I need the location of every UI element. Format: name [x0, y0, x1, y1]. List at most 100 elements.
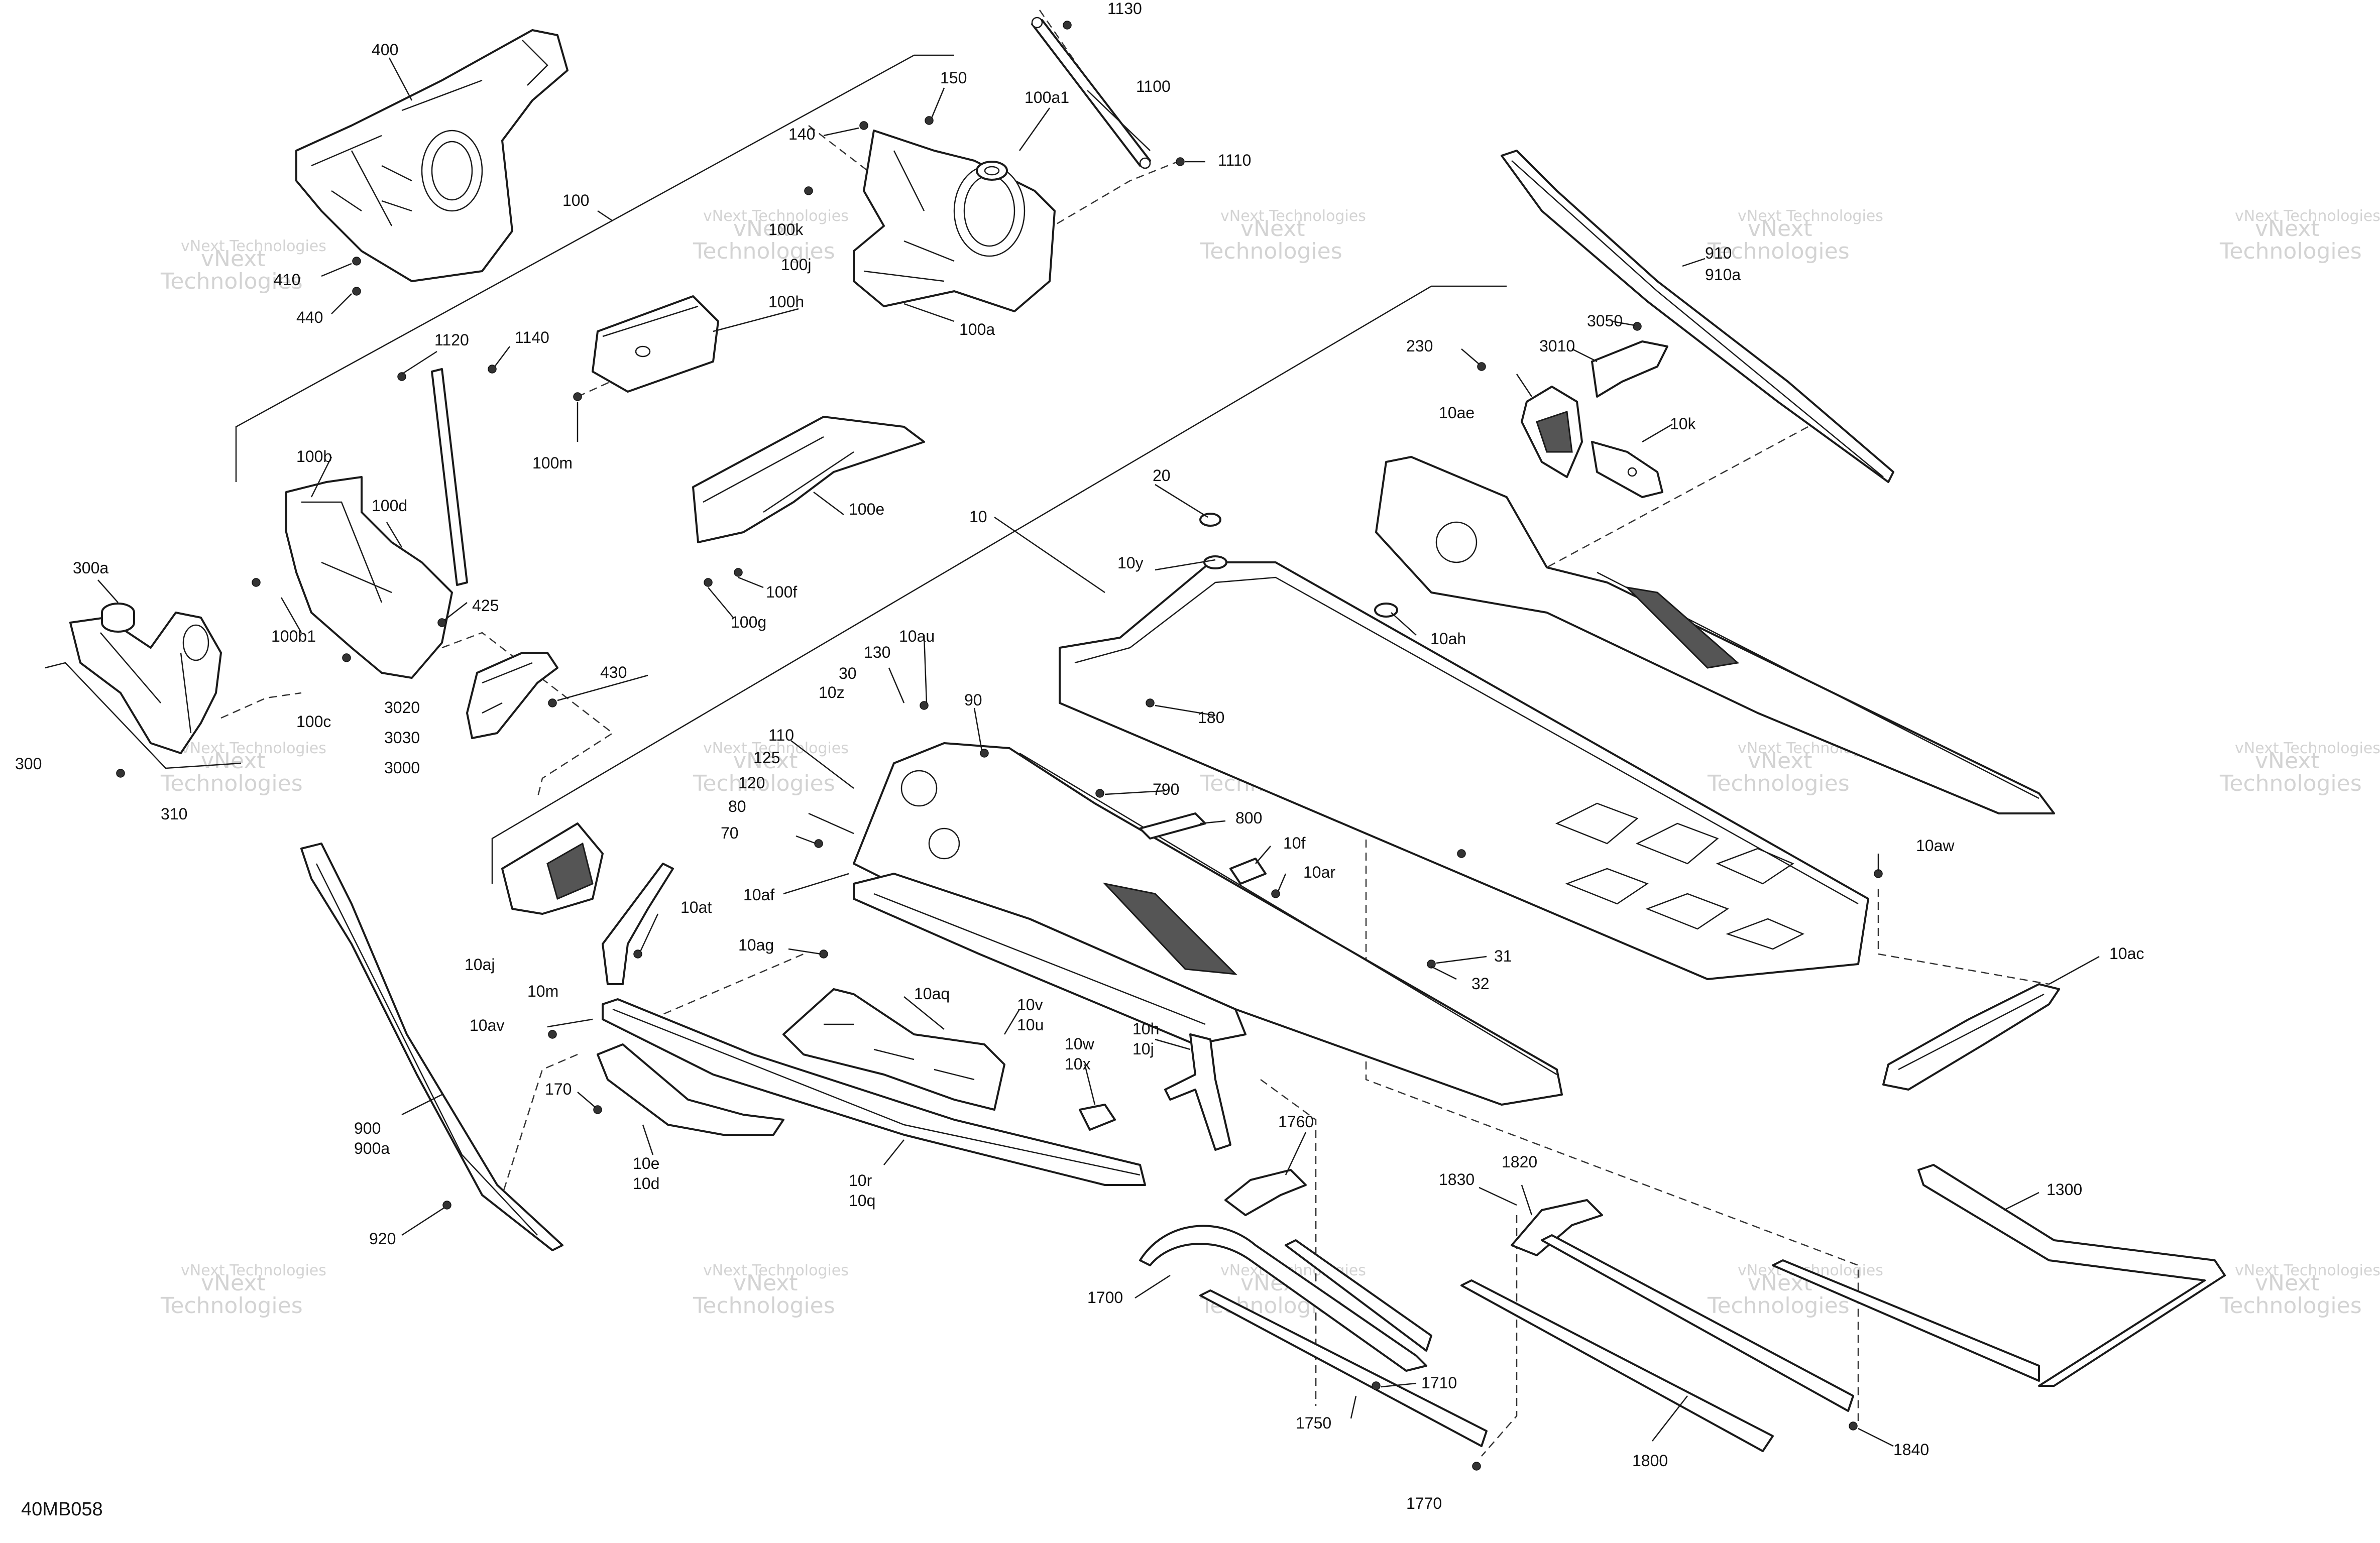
callout-label: 10x — [1065, 1055, 1091, 1073]
part-side-beam-910 — [1501, 150, 1894, 483]
bolt-icon — [980, 749, 989, 758]
callout-label: 100m — [532, 454, 573, 472]
bolt-icon — [593, 1105, 602, 1114]
leader-lines — [97, 57, 2100, 1447]
part-support-bracket — [692, 416, 925, 543]
watermark-line2: Technologies — [160, 771, 303, 796]
callout-label: 70 — [721, 824, 739, 842]
watermark-line1: vNext — [201, 748, 266, 774]
callout-label: 100c — [296, 713, 331, 731]
callout-label: 20 — [1153, 466, 1171, 485]
watermark-small: vNext Technologies — [181, 1262, 326, 1279]
bolt-icon — [633, 949, 642, 959]
part-lower-tunnel-rail — [853, 873, 1246, 1045]
bolt-icon — [548, 698, 557, 707]
part-small-bracket — [1591, 441, 1663, 498]
callout-label: 10d — [633, 1174, 659, 1193]
bolt-icon — [1176, 157, 1185, 166]
callout-label: 170 — [545, 1080, 572, 1098]
bolt-icon — [1457, 849, 1466, 858]
watermark-small: vNext Technologies — [2235, 207, 2380, 225]
dash-line — [1481, 1215, 1518, 1457]
bolt-icon — [573, 392, 582, 401]
watermark-line1: vNext — [201, 1270, 266, 1296]
dash-line — [1044, 160, 1181, 232]
part-cross-bracket — [782, 988, 1005, 1111]
dash-line — [501, 1053, 578, 1196]
callout-label: 3010 — [1539, 337, 1575, 355]
bolt-icon — [1095, 789, 1104, 798]
watermark-line2: Technologies — [693, 1293, 835, 1319]
watermark: vNext Technologies vNext Technologies — [1707, 207, 1883, 264]
callout-label: 10h — [1132, 1020, 1159, 1038]
part-strut-1120 — [431, 368, 468, 586]
bolt-icon — [920, 701, 929, 710]
callout-label: 100h — [768, 293, 804, 311]
watermark-small: vNext Technologies — [703, 1262, 849, 1279]
bolt-icon — [1633, 322, 1642, 331]
part-side-grille — [501, 822, 604, 915]
callout-label: 900 — [354, 1119, 381, 1137]
callout-label: 31 — [1494, 947, 1512, 965]
watermark-line1: vNext — [2255, 1270, 2320, 1296]
callout-label: 310 — [161, 805, 187, 823]
dash-line — [220, 692, 302, 719]
callout-label: 790 — [1153, 780, 1179, 798]
callout-label: 100g — [731, 613, 766, 631]
callout-label: 100b — [296, 447, 332, 465]
bolt-icon — [116, 769, 125, 778]
part-front-frame-plate — [853, 130, 1056, 312]
part-clip — [1591, 340, 1668, 398]
callout-label: 10u — [1017, 1016, 1044, 1034]
bolt-icon — [1271, 889, 1280, 898]
callout-label: 10y — [1117, 554, 1144, 572]
watermark: vNext Technologies vNext Technologies — [2219, 1262, 2380, 1319]
watermark-line2: Technologies — [1200, 239, 1342, 264]
part-slide-rail-1840 — [1541, 1234, 1854, 1412]
bolt-icon — [734, 568, 743, 577]
dash-line — [577, 371, 633, 398]
watermark-line2: Technologies — [160, 269, 303, 294]
bracket-300 — [45, 662, 242, 769]
bolt-icon — [437, 618, 446, 627]
callout-label: 300a — [73, 559, 108, 577]
part-grommet-20 — [1199, 513, 1227, 569]
callout-label: 1750 — [1296, 1414, 1331, 1432]
callout-label: 10aw — [1916, 837, 1955, 855]
watermark-line2: Technologies — [693, 239, 835, 264]
bracket-100 — [235, 54, 954, 482]
callout-label: 120 — [738, 774, 765, 792]
group-brackets — [45, 54, 1507, 884]
part-cover-plate — [592, 295, 719, 393]
bolt-icon — [1063, 21, 1072, 30]
part-upper-front-frame — [295, 29, 569, 282]
callout-label: 1820 — [1502, 1153, 1537, 1171]
watermark-line1: vNext — [733, 1270, 798, 1296]
callout-label: 10m — [527, 982, 558, 1000]
watermark: vNext Technologies vNext Technologies — [2219, 740, 2380, 796]
part-tunnel-side-right — [1375, 456, 2055, 814]
watermark-line1: vNext — [733, 748, 798, 774]
callout-label: 1300 — [2047, 1180, 2082, 1199]
watermark: vNext Technologies vNext Technologies — [693, 740, 849, 796]
watermark-line2: Technologies — [2219, 1293, 2362, 1319]
callout-label: 1130 — [1107, 0, 1142, 18]
callout-label: 3000 — [384, 759, 420, 777]
part-side-beam-900 — [300, 843, 563, 1251]
callout-label: 100k — [768, 220, 804, 239]
callout-label: 100 — [562, 191, 589, 209]
fasteners — [116, 21, 1883, 1471]
callout-label: 10ah — [1430, 630, 1466, 648]
bolt-icon — [397, 372, 406, 381]
dash-line — [1546, 426, 1808, 568]
callout-label: 180 — [1198, 708, 1224, 727]
callout-label: 125 — [753, 749, 780, 767]
callout-label: 10j — [1132, 1040, 1154, 1058]
callout-label: 1800 — [1632, 1452, 1668, 1470]
bolt-icon — [1427, 960, 1436, 969]
callout-label: 230 — [1406, 337, 1433, 355]
callout-label: 10v — [1017, 996, 1043, 1014]
callout-label: 10ag — [738, 936, 774, 954]
callout-label: 10w — [1065, 1035, 1095, 1053]
part-slide-rail-1710 — [1285, 1239, 1432, 1352]
